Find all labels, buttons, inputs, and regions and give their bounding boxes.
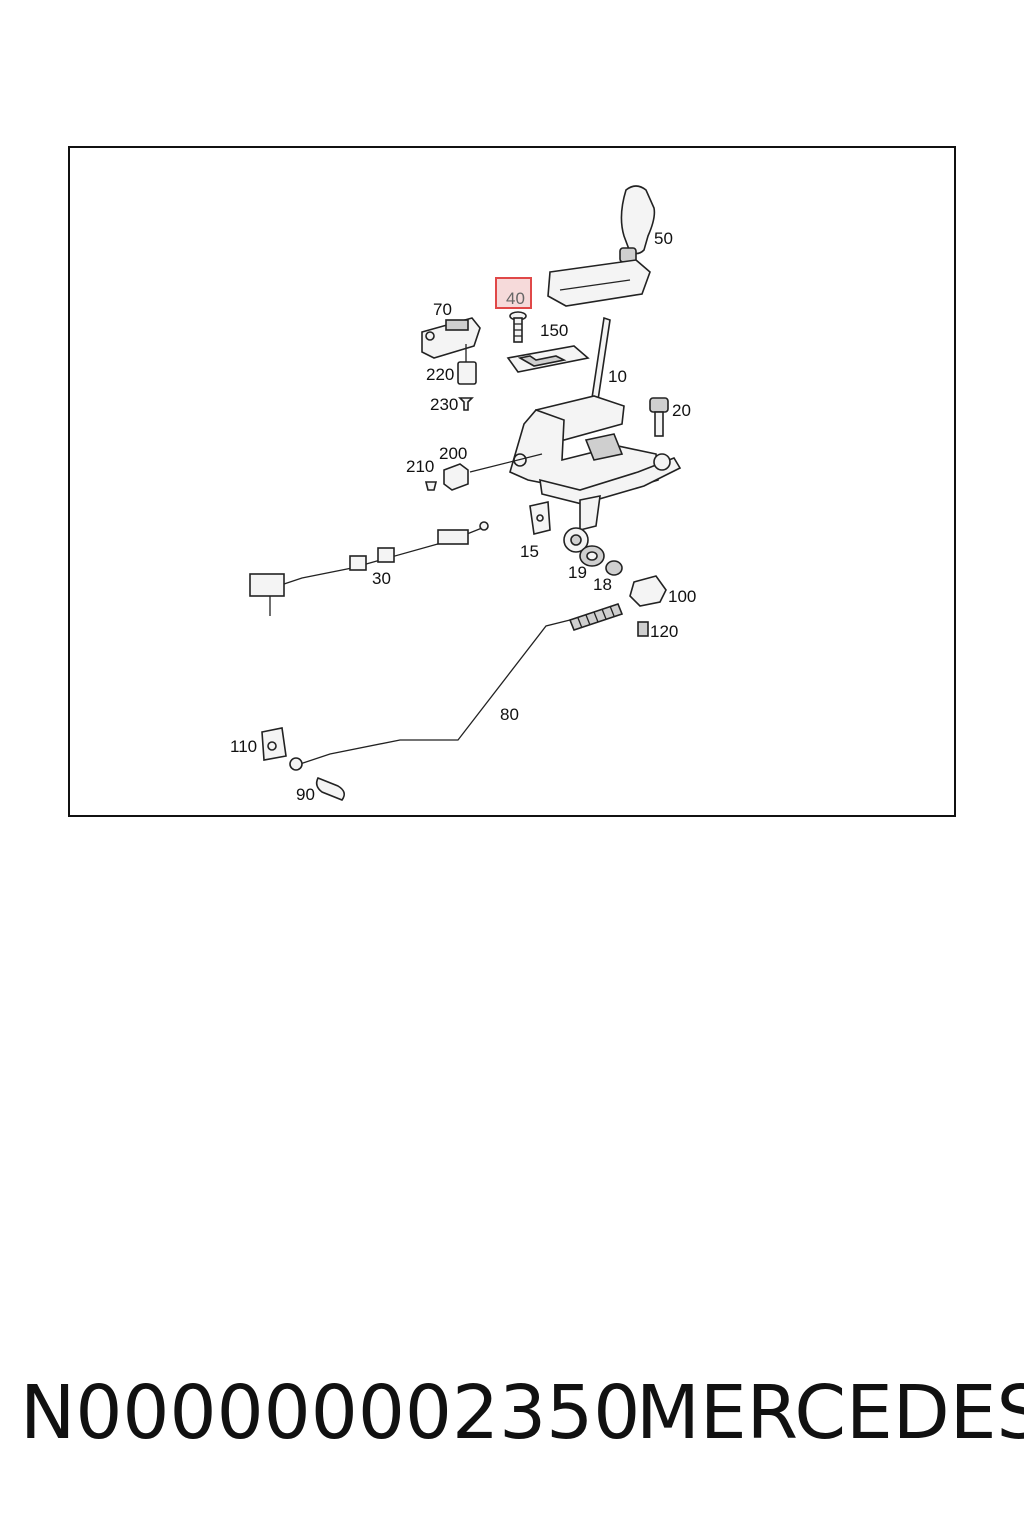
part-110-clip[interactable] xyxy=(261,727,287,761)
part-18-bushing[interactable] xyxy=(605,560,623,576)
part-90-bushing[interactable] xyxy=(289,757,346,801)
callout-210: 210 xyxy=(406,457,434,476)
brand-name: MERCEDES xyxy=(636,1370,1024,1456)
part-40-screw[interactable] xyxy=(509,311,527,343)
part-120-nut[interactable] xyxy=(637,621,649,637)
part-30-cable[interactable] xyxy=(249,521,489,616)
part-150-gate-plate[interactable] xyxy=(506,345,590,373)
callout-50: 50 xyxy=(654,229,673,248)
callout-120: 120 xyxy=(650,622,678,641)
part-70-switch[interactable] xyxy=(421,317,481,359)
part-15-bracket[interactable] xyxy=(529,501,551,535)
callout-10: 10 xyxy=(608,367,627,386)
part-220-clip[interactable] xyxy=(457,361,477,385)
part-200-bracket[interactable] xyxy=(443,463,469,491)
callout-19: 19 xyxy=(568,563,587,582)
footer: N000000002350 MERCEDES xyxy=(0,1370,1024,1480)
callout-230: 230 xyxy=(430,395,458,414)
callout-40-highlight xyxy=(495,277,532,309)
callout-100: 100 xyxy=(668,587,696,606)
callout-20: 20 xyxy=(672,401,691,420)
part-100-bracket[interactable] xyxy=(629,575,667,607)
part-number: N000000002350 xyxy=(20,1370,641,1456)
callout-200: 200 xyxy=(439,444,467,463)
callout-90: 90 xyxy=(296,785,315,804)
part-20-bolt[interactable] xyxy=(649,397,669,437)
part-80-shift-rod[interactable] xyxy=(299,603,624,765)
part-19-bushing[interactable] xyxy=(579,545,605,567)
callout-220: 220 xyxy=(426,365,454,384)
callout-15: 15 xyxy=(520,542,539,561)
part-210-pin[interactable] xyxy=(424,481,438,491)
callout-70: 70 xyxy=(433,300,452,319)
callout-150: 150 xyxy=(540,321,568,340)
callout-80: 80 xyxy=(500,705,519,724)
diagram-frame xyxy=(68,146,956,817)
callout-40: 40 xyxy=(506,289,525,308)
callout-30: 30 xyxy=(372,569,391,588)
callout-18: 18 xyxy=(593,575,612,594)
part-50-gear-knob[interactable] xyxy=(547,185,656,307)
part-10-shifter-housing[interactable] xyxy=(509,316,682,553)
callout-110: 110 xyxy=(230,737,257,756)
part-230-pin[interactable] xyxy=(458,397,474,411)
